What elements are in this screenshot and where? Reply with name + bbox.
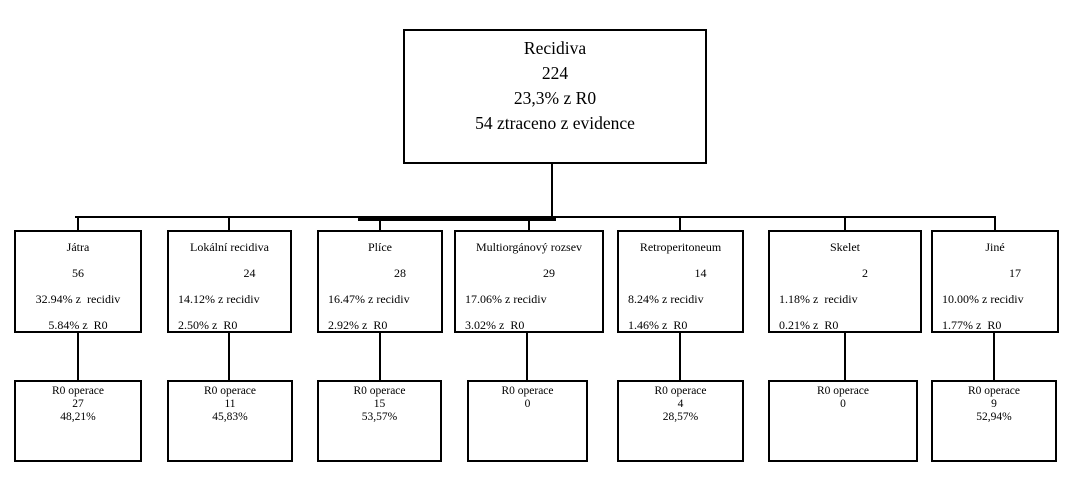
r0-count: 27 <box>72 398 84 410</box>
node-pct-r0: 2.50% z R0 <box>178 318 238 332</box>
r0-node-jatra: R0 operace 27 48,21% <box>14 380 142 462</box>
node-plice: Plíce 28 16.47% z recidiv 2.92% z R0 <box>317 230 443 333</box>
root-pct-r0: 23,3% z R0 <box>513 88 597 108</box>
node-title: Játra <box>66 240 90 254</box>
node-pct-recidiv: 32.94% z recidiv <box>35 292 121 306</box>
r0-pct: 53,57% <box>361 411 398 423</box>
r0-title: R0 operace <box>654 385 707 397</box>
connector-stub-multiorganovy <box>528 217 530 231</box>
node-pct-r0: 3.02% z R0 <box>465 318 525 332</box>
r0-pct: 45,83% <box>212 411 248 423</box>
connector-stub-retroperitoneum <box>679 217 681 231</box>
node-count: 2 <box>862 266 868 280</box>
r0-count: 4 <box>677 398 684 410</box>
node-jine: Jiné 17 10.00% z recidiv 1.77% z R0 <box>931 230 1059 333</box>
connector-stub-jine <box>994 217 996 231</box>
root-title: Recidiva <box>523 38 587 58</box>
r0-count: 11 <box>224 398 236 410</box>
node-retroperitoneum: Retroperitoneum 14 8.24% z recidiv 1.46%… <box>617 230 744 333</box>
node-pct-r0: 5.84% z R0 <box>48 318 108 332</box>
node-pct-r0: 1.46% z R0 <box>628 318 688 332</box>
node-multiorganovy-rozsev: Multiorgánový rozsev 29 17.06% z recidiv… <box>454 230 604 333</box>
node-title: Plíce <box>368 240 392 254</box>
r0-node-jine: R0 operace 9 52,94% <box>931 380 1057 462</box>
r0-title: R0 operace <box>353 385 406 397</box>
node-pct-recidiv: 14.12% z recidiv <box>178 292 260 306</box>
node-count: 17 <box>1009 266 1021 280</box>
r0-title: R0 operace <box>203 385 257 397</box>
r0-count: 0 <box>840 398 846 410</box>
connector-drop-skelet <box>844 332 846 380</box>
node-count: 29 <box>543 266 555 280</box>
node-title: Jiné <box>985 240 1005 254</box>
r0-node-plice: R0 operace 15 53,57% <box>317 380 442 462</box>
root-count: 224 <box>541 63 569 83</box>
r0-count: 15 <box>373 398 386 410</box>
node-skelet: Skelet 2 1.18% z recidiv 0.21% z R0 <box>768 230 922 333</box>
connector-stub-skelet <box>844 217 846 231</box>
r0-count: 0 <box>524 398 531 410</box>
connector-drop-lokalni <box>228 332 230 380</box>
connector-stub-jatra <box>77 217 79 231</box>
node-pct-r0: 2.92% z R0 <box>328 318 388 332</box>
node-pct-recidiv: 8.24% z recidiv <box>628 292 704 306</box>
node-title: Lokální recidiva <box>190 240 269 254</box>
node-lokalni-recidiva: Lokální recidiva 24 14.12% z recidiv 2.5… <box>167 230 292 333</box>
node-count: 14 <box>694 266 707 280</box>
node-count: 56 <box>72 266 84 280</box>
r0-node-lokalni: R0 operace 11 45,83% <box>167 380 293 462</box>
r0-pct: 28,57% <box>662 411 699 423</box>
connector-drop-jine <box>993 332 995 380</box>
node-pct-recidiv: 17.06% z recidiv <box>465 292 547 306</box>
node-recidiva-root: Recidiva 224 23,3% z R0 54 ztraceno z ev… <box>403 29 707 164</box>
r0-title: R0 operace <box>501 385 554 397</box>
root-lost: 54 ztraceno z evidence <box>475 113 635 133</box>
connector-drop-plice <box>379 332 381 380</box>
r0-node-retroperitoneum: R0 operace 4 28,57% <box>617 380 744 462</box>
r0-node-skelet: R0 operace 0 <box>768 380 918 462</box>
r0-node-multiorganovy: R0 operace 0 <box>467 380 588 462</box>
node-jatra: Játra 56 32.94% z recidiv 5.84% z R0 <box>14 230 142 333</box>
node-pct-r0: 0.21% z R0 <box>779 318 839 332</box>
connector-drop-jatra <box>77 332 79 380</box>
connector-stub-plice <box>379 217 381 231</box>
connector-stub-lokalni <box>228 217 230 231</box>
r0-title: R0 operace <box>967 385 1021 397</box>
node-pct-recidiv: 1.18% z recidiv <box>779 292 858 306</box>
node-title: Retroperitoneum <box>639 240 722 254</box>
node-pct-recidiv: 16.47% z recidiv <box>328 292 410 306</box>
r0-title: R0 operace <box>51 385 105 397</box>
node-title: Multiorgánový rozsev <box>475 240 583 254</box>
connector-root-vertical <box>551 163 553 218</box>
r0-count: 9 <box>991 398 997 410</box>
connector-drop-multiorganovy <box>526 332 528 380</box>
node-count: 24 <box>243 266 256 280</box>
r0-pct: 48,21% <box>60 411 96 423</box>
node-pct-recidiv: 10.00% z recidiv <box>942 292 1024 306</box>
node-pct-r0: 1.77% z R0 <box>942 318 1002 332</box>
node-title: Skelet <box>830 240 860 254</box>
r0-title: R0 operace <box>816 385 870 397</box>
connector-drop-retroperitoneum <box>679 332 681 380</box>
connector-rail-thick-segment <box>358 216 556 221</box>
node-count: 28 <box>394 266 406 280</box>
r0-pct: 52,94% <box>976 411 1012 423</box>
